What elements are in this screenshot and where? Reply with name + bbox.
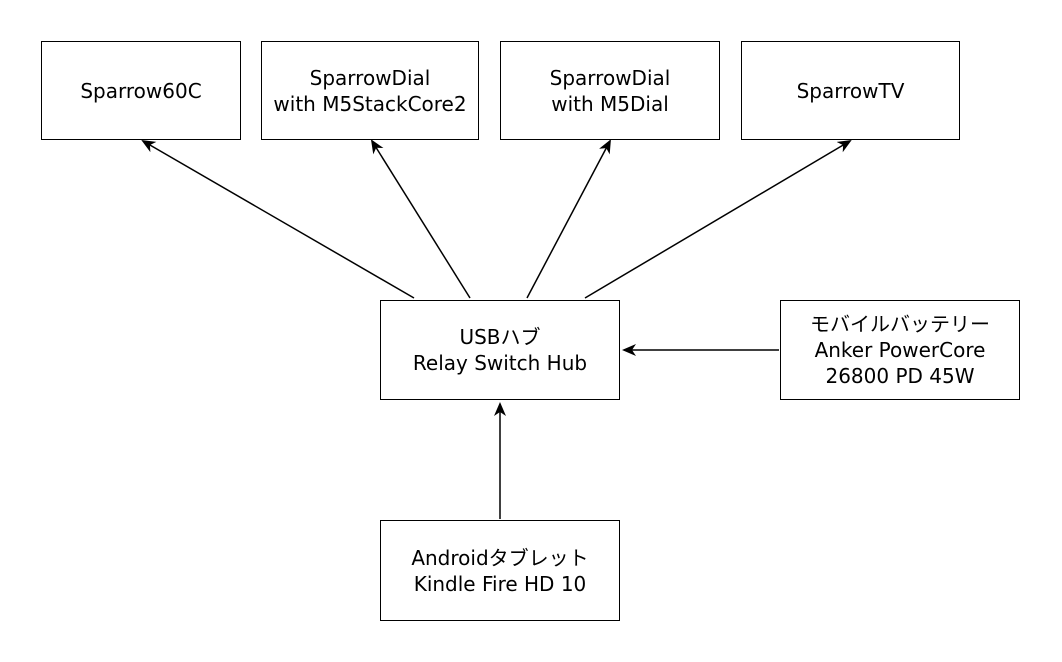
node-usb-hub: USBハブ Relay Switch Hub: [380, 300, 620, 400]
node-sparrowtv: SparrowTV: [741, 41, 960, 140]
node-mobile-battery: モバイルバッテリー Anker PowerCore 26800 PD 45W: [780, 300, 1020, 400]
node-label: SparrowDial with M5StackCore2: [273, 65, 467, 116]
node-label: SparrowDial with M5Dial: [549, 65, 671, 116]
node-sparrowdial-m5stackcore2: SparrowDial with M5StackCore2: [261, 41, 479, 140]
node-label: モバイルバッテリー Anker PowerCore 26800 PD 45W: [810, 312, 990, 388]
node-sparrowdial-m5dial: SparrowDial with M5Dial: [500, 41, 720, 140]
node-label: Sparrow60C: [80, 78, 202, 103]
node-label: USBハブ Relay Switch Hub: [412, 325, 588, 375]
arrow-hub-to-sparrowdial-m5dial: [526, 139, 611, 299]
arrow-hub-to-sparrowdial-core2: [370, 139, 471, 299]
arrow-hub-to-sparrowtv: [584, 139, 852, 299]
node-label: SparrowTV: [796, 78, 905, 103]
arrow-hub-to-sparrow60c: [141, 139, 415, 299]
node-label: Androidタブレット Kindle Fire HD 10: [411, 545, 589, 596]
node-android-tablet: Androidタブレット Kindle Fire HD 10: [380, 520, 620, 621]
node-sparrow60c: Sparrow60C: [41, 41, 241, 140]
